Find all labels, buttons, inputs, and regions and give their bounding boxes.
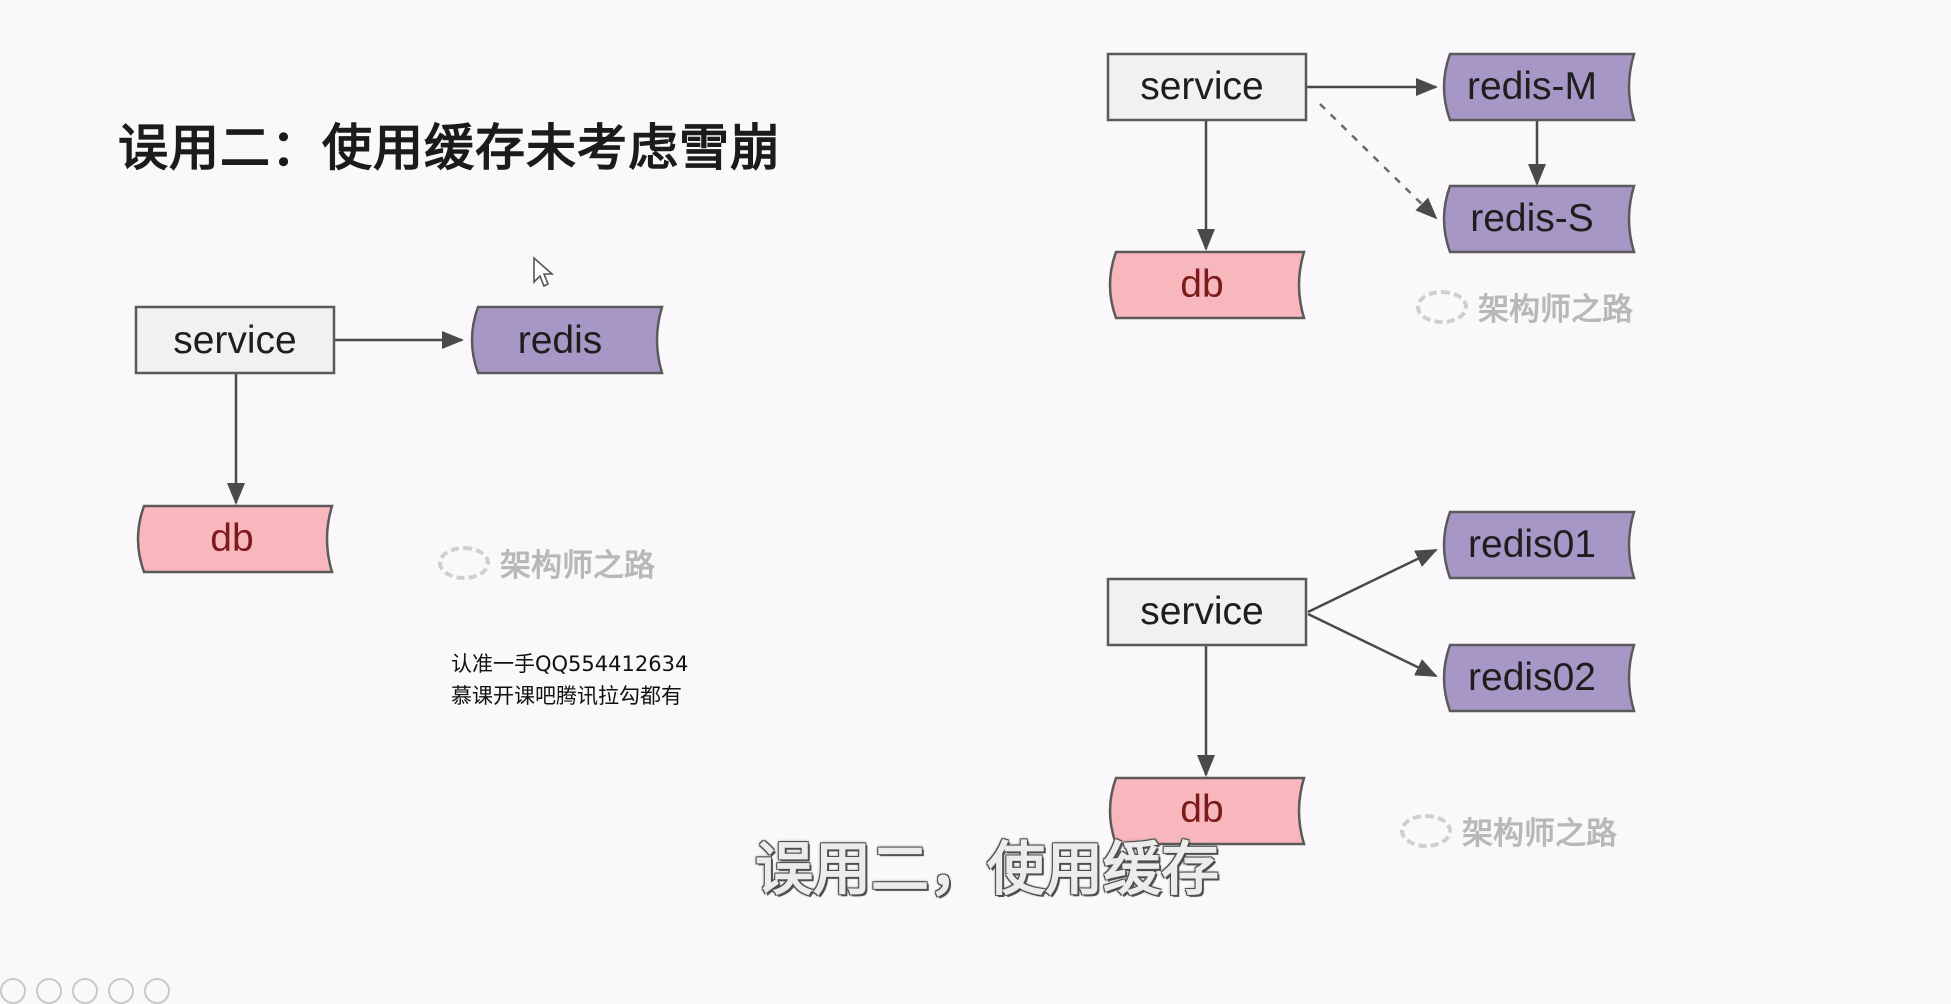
contact-note: 认准一手QQ554412634 慕课开课吧腾讯拉勾都有 <box>451 648 688 712</box>
br-service-node: service <box>1106 577 1308 647</box>
left-db-label: db <box>210 517 253 560</box>
left-redis-node: redis <box>470 305 664 375</box>
left-service-label: service <box>173 319 297 362</box>
watermark-top-right: 架构师之路 <box>1416 284 1633 329</box>
br-arrow-service-to-redis02 <box>1307 612 1438 678</box>
bottom-right-diagram: service redis01 redis02 db <box>1106 510 1636 846</box>
watermark-text: 架构师之路 <box>1462 816 1617 852</box>
br-service-label: service <box>1140 590 1264 633</box>
br-redis01-node: redis01 <box>1442 510 1636 580</box>
watermark-bottom-right: 架构师之路 <box>1400 808 1617 853</box>
tr-redis-m-label: redis-M <box>1467 65 1597 108</box>
left-db-node: db <box>136 504 334 574</box>
tr-redis-s-label: redis-S <box>1470 197 1594 240</box>
left-diagram: service redis db <box>134 305 664 574</box>
left-redis-label: redis <box>518 319 603 362</box>
br-arrow-service-to-redis01 <box>1307 548 1438 614</box>
br-redis01-label: redis01 <box>1468 523 1596 566</box>
br-db-node: db <box>1108 776 1306 846</box>
watermark-text: 架构师之路 <box>1478 292 1633 328</box>
tr-db-node: db <box>1108 250 1306 320</box>
tr-service-node: service <box>1106 52 1308 122</box>
tr-redis-s-node: redis-S <box>1442 184 1636 254</box>
br-db-label: db <box>1180 788 1223 831</box>
watermark-logo-icon <box>438 545 490 580</box>
footer-control-icon[interactable] <box>0 978 26 1004</box>
slide-title: 误用二：使用缓存未考虑雪崩 <box>118 119 781 177</box>
footer-control-icon[interactable] <box>36 978 62 1004</box>
left-service-node: service <box>134 305 336 375</box>
contact-note-line2: 慕课开课吧腾讯拉勾都有 <box>451 684 682 708</box>
footer-control-icon[interactable] <box>72 978 98 1004</box>
top-right-diagram: service redis-M redis-S db <box>1106 52 1636 320</box>
watermark-logo-icon <box>1416 289 1468 324</box>
mouse-cursor-icon <box>533 256 555 288</box>
watermark-left: 架构师之路 <box>438 540 655 585</box>
watermark-text: 架构师之路 <box>500 548 655 584</box>
video-subtitle: 误用二，使用缓存 <box>755 835 1220 903</box>
tr-service-label: service <box>1140 65 1264 108</box>
watermark-logo-icon <box>1400 813 1452 848</box>
tr-arrow-service-to-redis-s-dashed <box>1319 103 1438 220</box>
tr-redis-m-node: redis-M <box>1442 52 1636 122</box>
footer-control-icon[interactable] <box>144 978 170 1004</box>
tr-db-label: db <box>1180 263 1223 306</box>
br-redis02-label: redis02 <box>1468 656 1596 699</box>
contact-note-line1: 认准一手QQ554412634 <box>451 652 689 676</box>
footer-control-icon[interactable] <box>108 978 134 1004</box>
br-redis02-node: redis02 <box>1442 643 1636 713</box>
footer-controls <box>0 978 170 1004</box>
